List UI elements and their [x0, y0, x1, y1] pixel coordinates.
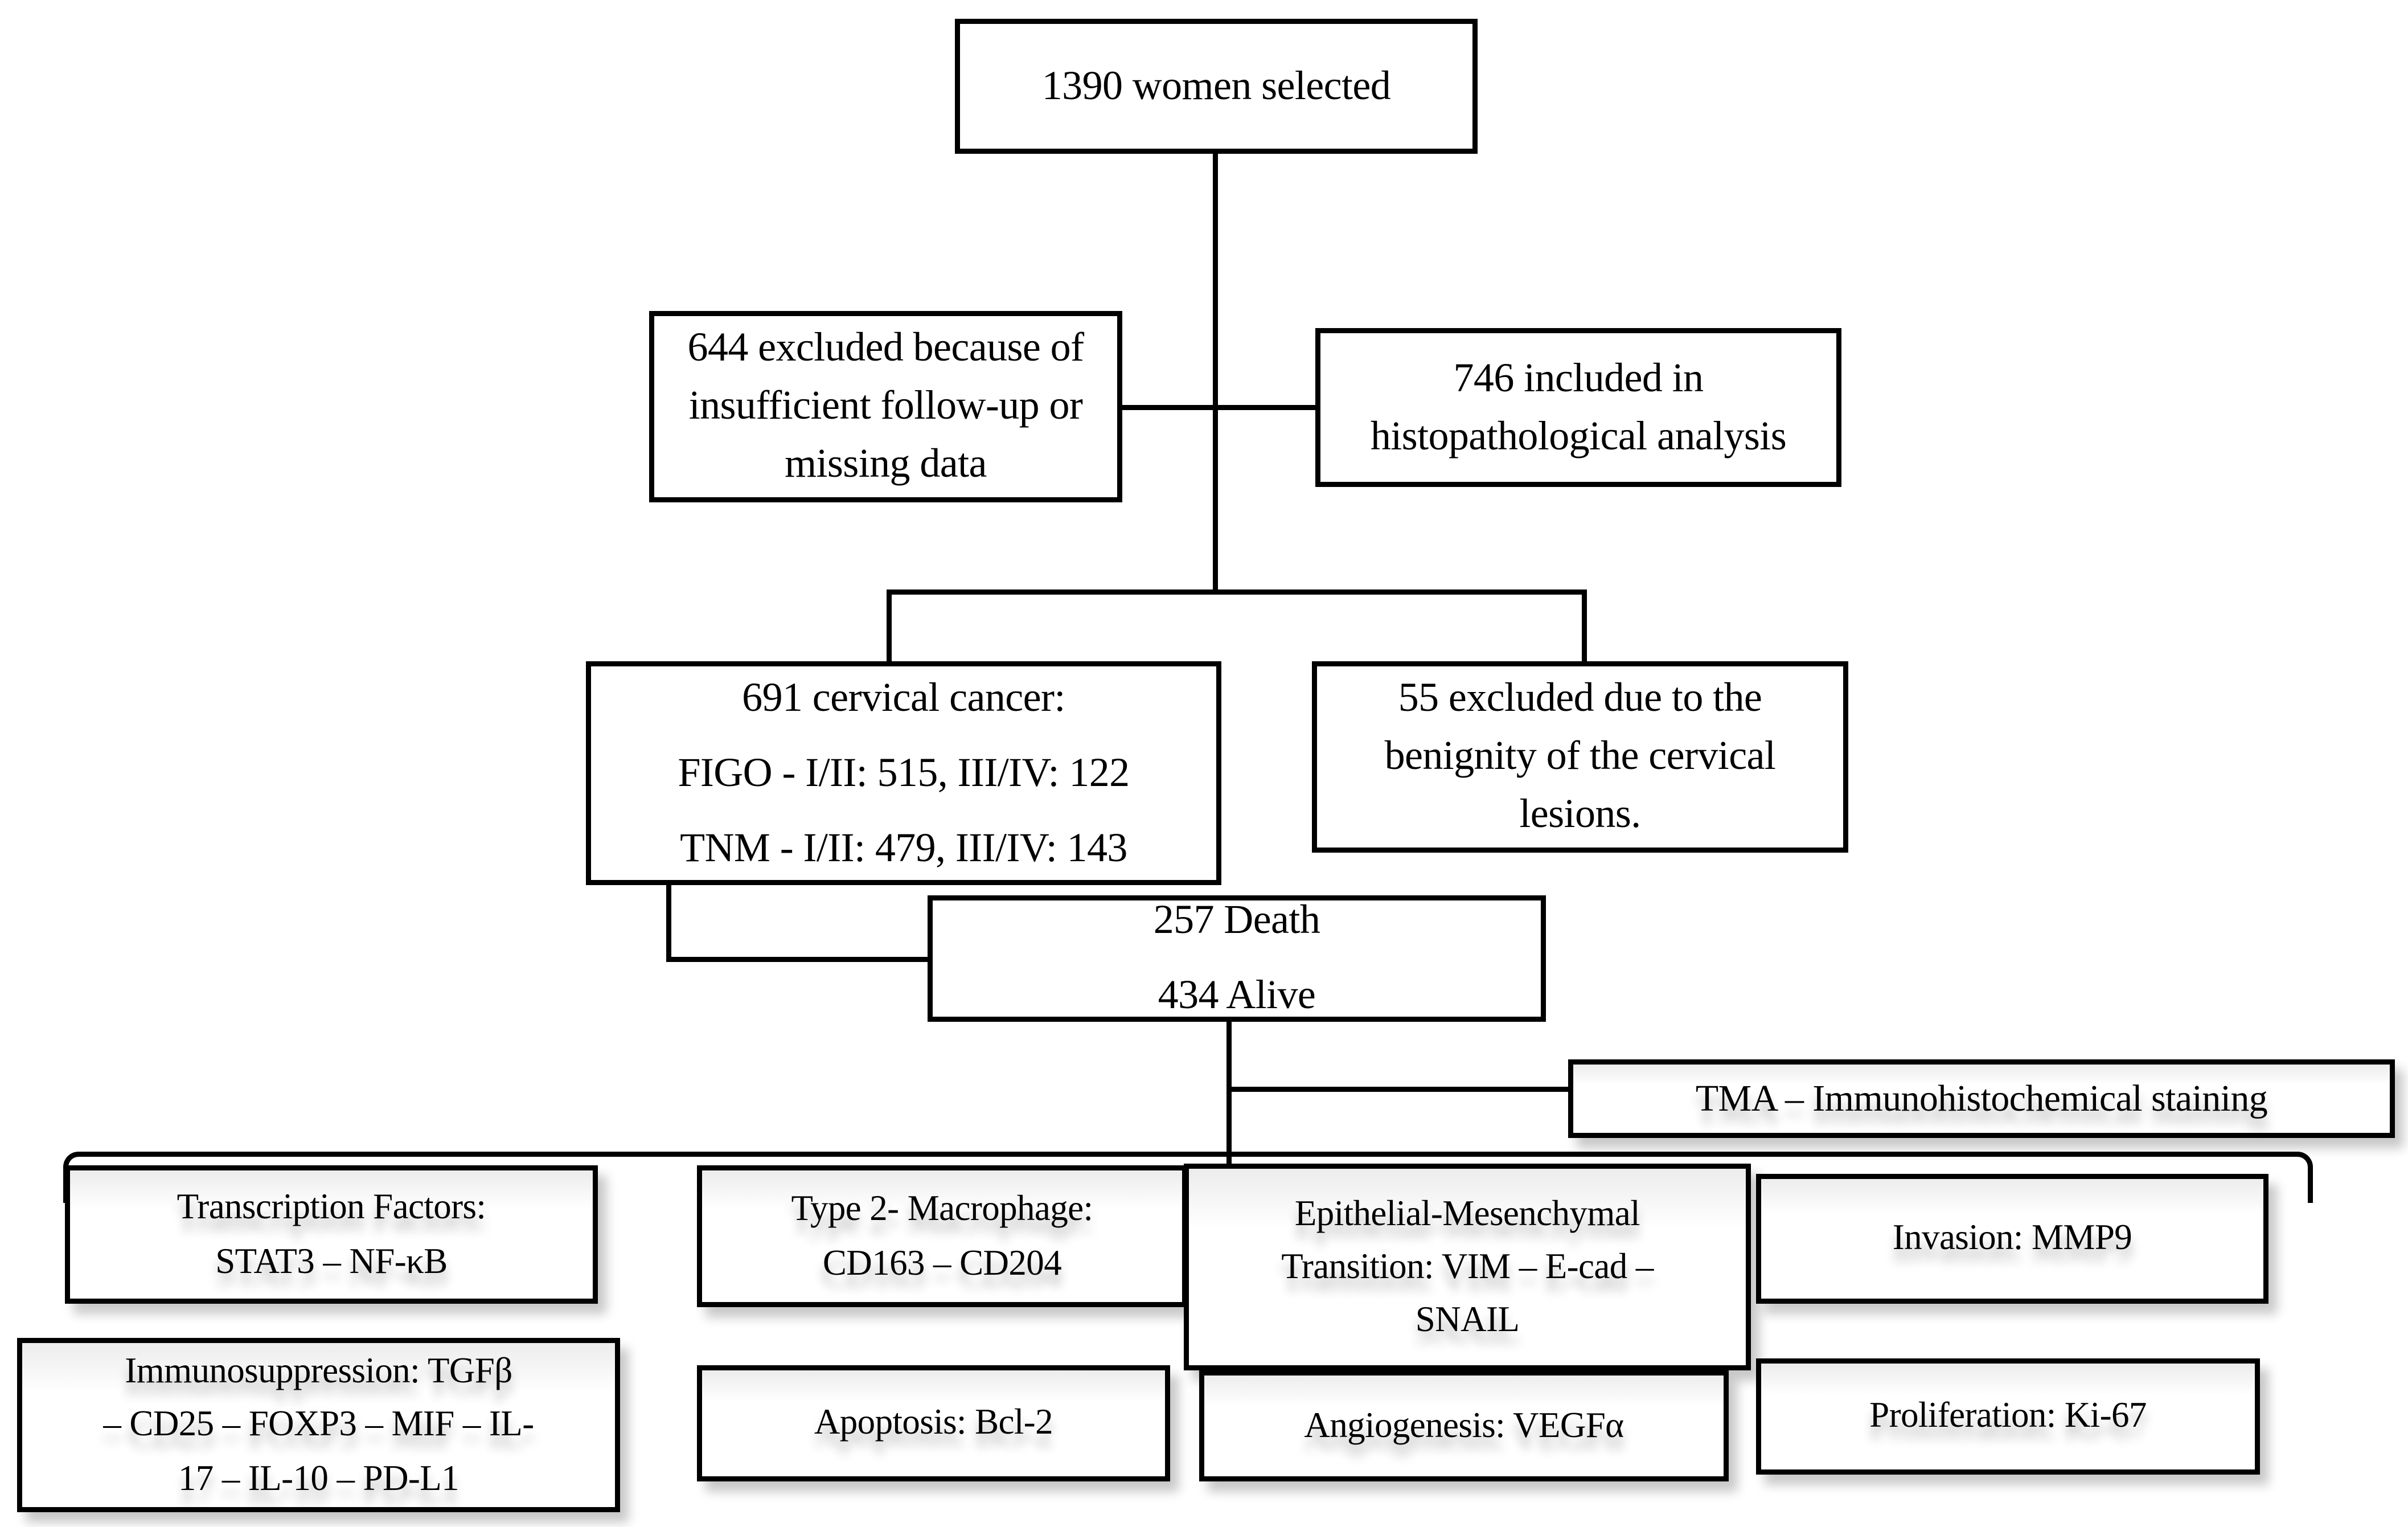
- panel-text: Apoptosis: Bcl-2: [814, 1402, 1053, 1443]
- panel-text: Proliferation: Ki-67: [1869, 1395, 2147, 1436]
- node-text: histopathological analysis: [1370, 414, 1787, 459]
- node-text: 1390 women selected: [1041, 64, 1391, 109]
- panel-text: Angiogenesis: VEGFα: [1304, 1404, 1624, 1446]
- node-text: missing data: [785, 443, 987, 487]
- panel-proliferation: Proliferation: Ki-67: [1756, 1358, 2260, 1475]
- node-excluded-followup: 644 excluded because of insufficient fol…: [649, 311, 1122, 502]
- node-women-selected: 1390 women selected: [955, 19, 1478, 154]
- node-text: 644 excluded because of: [687, 326, 1085, 371]
- panel-text: CD163 – CD204: [822, 1241, 1062, 1283]
- node-text: 434 Alive: [1158, 974, 1316, 1018]
- panel-invasion: Invasion: MMP9: [1756, 1174, 2268, 1304]
- panel-text: Immunosuppression: TGFβ: [125, 1350, 512, 1391]
- panel-immunosuppression: Immunosuppression: TGFβ – CD25 – FOXP3 –…: [17, 1338, 620, 1512]
- node-text: 257 Death: [1153, 899, 1320, 943]
- node-included-histopathological: 746 included in histopathological analys…: [1315, 328, 1841, 487]
- panel-text: SNAIL: [1415, 1299, 1520, 1340]
- connector-elbow-horizontal: [666, 957, 933, 962]
- panel-type2-macrophage: Type 2- Macrophage: CD163 – CD204: [697, 1165, 1187, 1307]
- node-text: benignity of the cervical: [1384, 735, 1776, 779]
- node-text: lesions.: [1519, 793, 1641, 837]
- node-outcome-death-alive: 257 Death 434 Alive: [928, 895, 1546, 1022]
- node-cervical-cancer: 691 cervical cancer: FIGO - I/II: 515, I…: [586, 661, 1221, 885]
- panel-text: TMA – Immunohistochemical staining: [1695, 1076, 2268, 1119]
- node-text: insufficient follow-up or: [688, 384, 1083, 429]
- panel-text: Epithelial-Mesenchymal: [1294, 1192, 1640, 1233]
- panel-text: Invasion: MMP9: [1892, 1217, 2132, 1259]
- panel-angiogenesis: Angiogenesis: VEGFα: [1199, 1370, 1729, 1481]
- panel-text: STAT3 – NF-κB: [215, 1239, 448, 1281]
- connector-top-trunk: [1213, 154, 1218, 595]
- panel-apoptosis: Apoptosis: Bcl-2: [697, 1365, 1170, 1481]
- connector-split-bracket: [887, 589, 1587, 661]
- connector-outcome-trunk: [1226, 1022, 1232, 1167]
- panel-tma-staining: TMA – Immunohistochemical staining: [1568, 1059, 2395, 1138]
- connector-elbow-vertical: [666, 885, 671, 962]
- panel-text: Type 2- Macrophage:: [791, 1188, 1093, 1229]
- node-text: 691 cervical cancer:: [742, 676, 1065, 720]
- node-excluded-benign: 55 excluded due to the benignity of the …: [1312, 661, 1848, 853]
- connector-level2-horizontal: [1122, 405, 1320, 410]
- node-text: 746 included in: [1453, 356, 1704, 401]
- connector-tma-horizontal: [1226, 1087, 1573, 1092]
- panel-emt: Epithelial-Mesenchymal Transition: VIM –…: [1184, 1164, 1751, 1370]
- node-text: TNM - I/II: 479, III/IV: 143: [680, 826, 1127, 871]
- panel-text: 17 – IL-10 – PD-L1: [178, 1456, 460, 1498]
- panel-text: Transition: VIM – E-cad –: [1281, 1245, 1654, 1287]
- node-text: FIGO - I/II: 515, III/IV: 122: [678, 751, 1130, 796]
- panel-text: – CD25 – FOXP3 – MIF – IL-: [103, 1403, 534, 1445]
- panel-text: Transcription Factors:: [177, 1186, 486, 1227]
- panel-transcription-factors: Transcription Factors: STAT3 – NF-κB: [65, 1165, 598, 1304]
- node-text: 55 excluded due to the: [1398, 677, 1762, 721]
